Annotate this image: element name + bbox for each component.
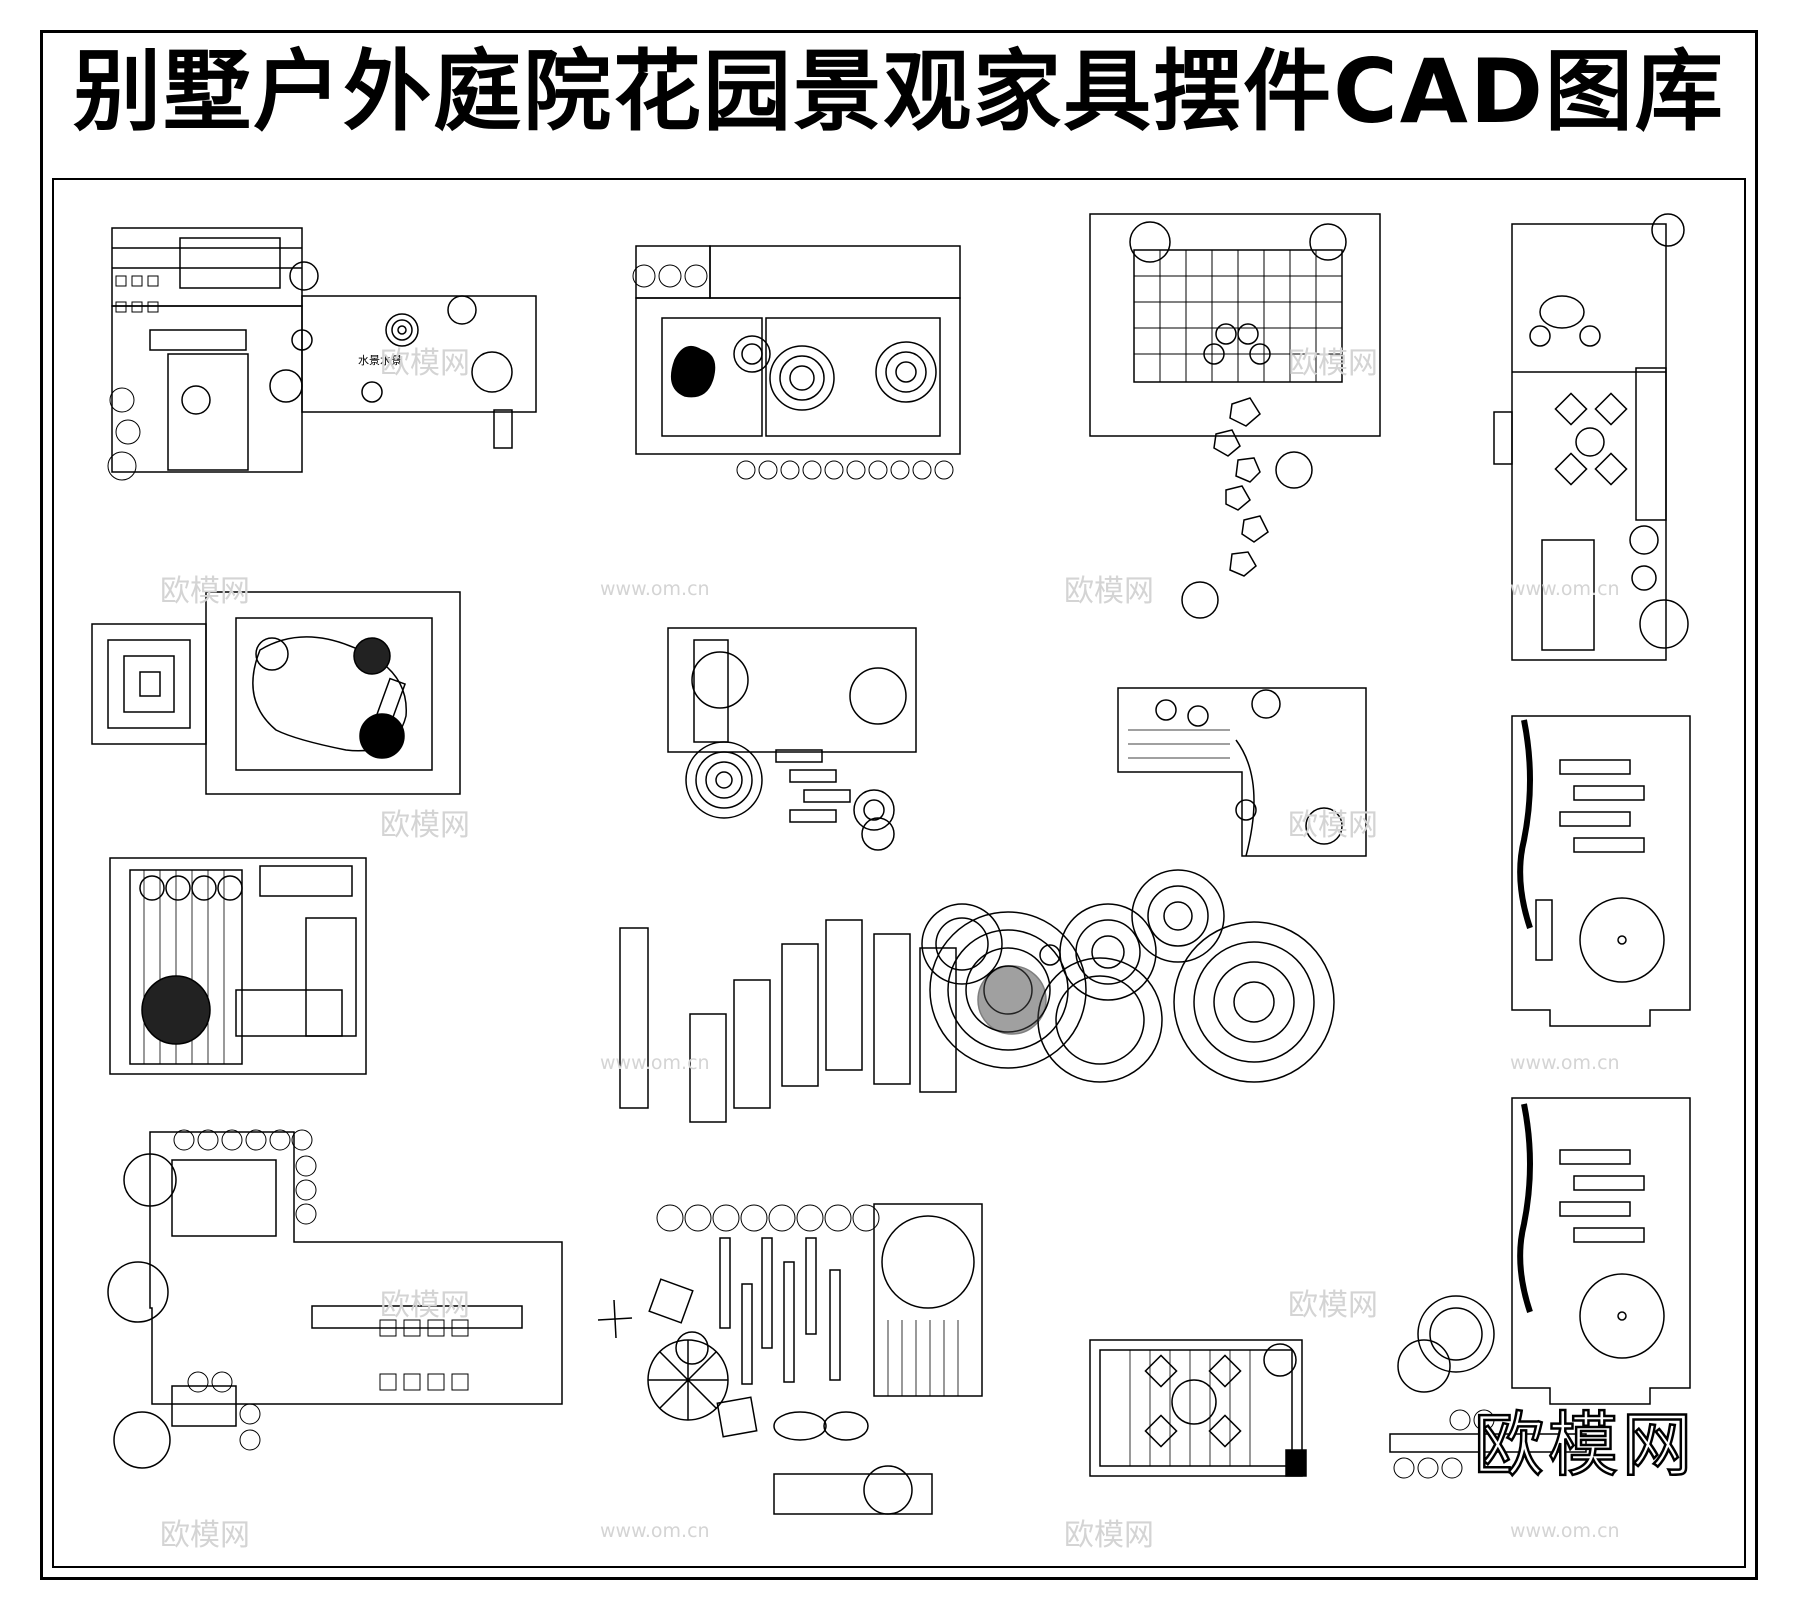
plan-circle-cluster [619,869,1335,1123]
plan-bbq-terrace [107,1129,563,1469]
watermark: 欧模网 [380,346,470,381]
watermark-url: www.om.cn [1510,1520,1620,1542]
plan-l-terrace [1117,687,1367,857]
plan-long-patio [1493,213,1689,661]
watermark: 欧模网 [1064,574,1154,609]
watermark: 欧模网 [1064,1518,1154,1553]
outer-frame [40,30,1758,1580]
plan-grid-court [1089,213,1381,619]
plan-pergola-deck [597,1203,983,1515]
watermark: 欧模网 [380,808,470,843]
plan-wood-deck [109,857,367,1075]
watermark: 欧模网 [1288,1288,1378,1323]
brand-logo: 欧模网 [1473,1403,1696,1488]
watermark: 欧模网 [160,1518,250,1553]
plan-pool-garden [91,591,461,795]
watermark: 欧模网 [380,1288,470,1323]
plan-terrace-1 [107,227,537,481]
watermark-url: www.om.cn [1510,578,1620,600]
page-title: 别墅户外庭院花园景观家具摆件CAD图库 [73,40,1725,143]
plan-dining-court [1089,1339,1307,1477]
watermark: 欧模网 [1288,346,1378,381]
plan-umbrella-patio-1 [1511,715,1691,1027]
drawing-frame [52,178,1746,1568]
watermark-url: www.om.cn [600,1052,710,1074]
watermark-url: www.om.cn [1510,1052,1620,1074]
watermark: 欧模网 [160,574,250,609]
watermark-url: www.om.cn [600,578,710,600]
plan-planter-steps [667,627,917,851]
plan-umbrella-patio-2 [1389,1097,1691,1479]
watermark-url: www.om.cn [600,1520,710,1542]
watermark: 欧模网 [1288,808,1378,843]
plan-note: 水景水景 [358,354,402,367]
plan-zen-garden [632,245,961,480]
